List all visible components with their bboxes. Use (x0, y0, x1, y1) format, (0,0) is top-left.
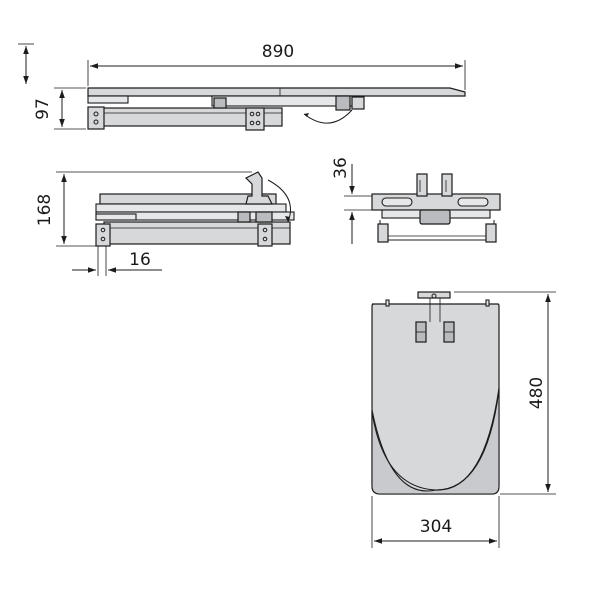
holder-hook (244, 171, 273, 205)
board-top (87, 87, 466, 97)
bracket-right-2 (257, 223, 273, 247)
dim-width: 304 (420, 517, 452, 537)
bracket-left-2 (95, 223, 111, 247)
dim-length: 890 (262, 42, 294, 62)
side-view-closed: 890 97 (18, 42, 466, 131)
side-view-open: 168 16 (35, 171, 295, 276)
dim-height-open: 168 (35, 194, 55, 226)
center-block (419, 209, 451, 225)
bracket-left (87, 106, 105, 130)
plan-bracket-top (417, 291, 451, 299)
dim-offset: 16 (129, 250, 151, 270)
front-view: 36 (331, 157, 501, 244)
dim-depth: 480 (527, 377, 547, 409)
top-view: 480 304 (371, 291, 556, 548)
dim-bracket-height: 36 (331, 157, 351, 179)
dim-height-folded: 97 (33, 98, 53, 120)
bracket-right (245, 107, 265, 131)
